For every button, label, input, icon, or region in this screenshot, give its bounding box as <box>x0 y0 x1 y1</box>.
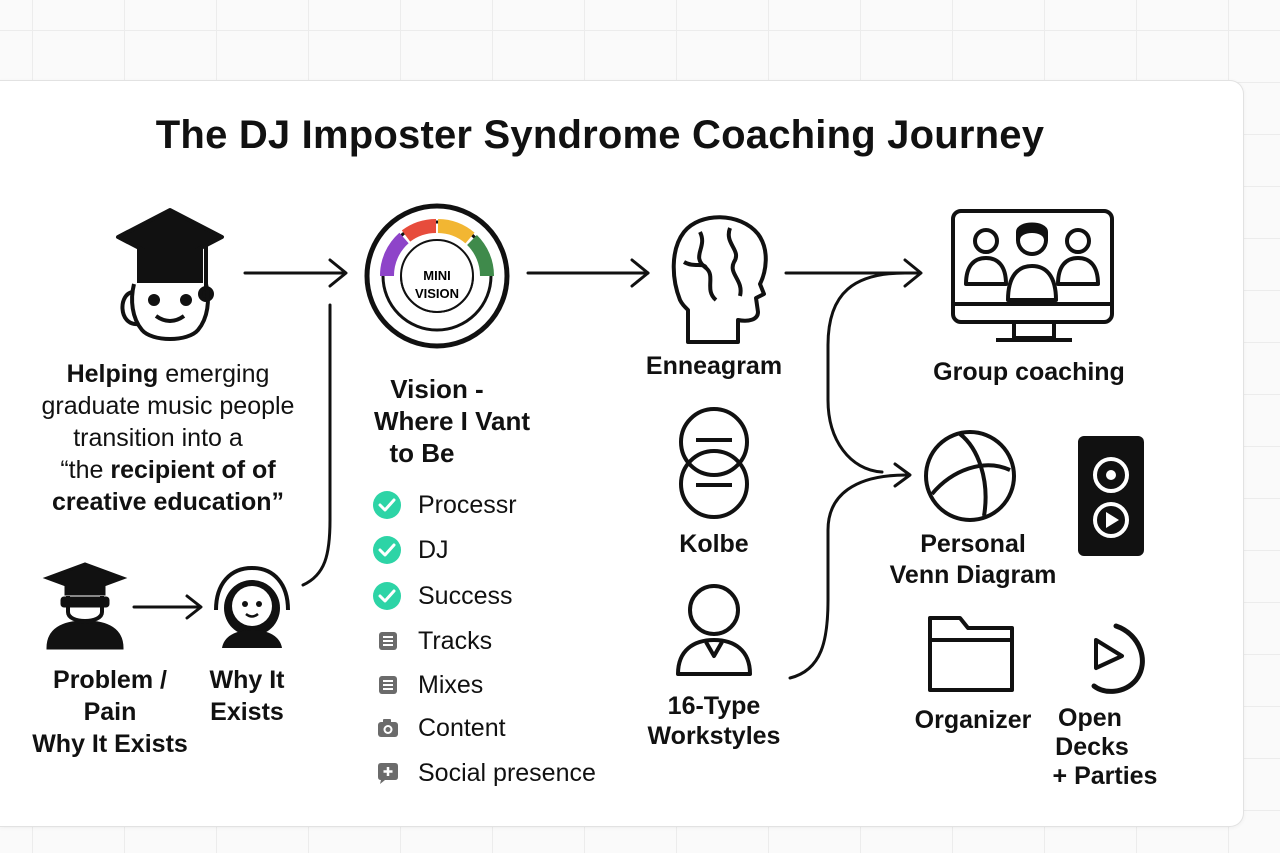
head-profile-icon <box>671 215 768 344</box>
list-item: DJ <box>372 535 449 565</box>
person-outline-icon <box>676 584 752 676</box>
document-icon <box>372 626 402 656</box>
list-item-label: Tracks <box>418 626 493 655</box>
vision-line1: Vision - <box>390 374 484 404</box>
arrow-intro-head <box>328 258 348 288</box>
venn-label: Personal Venn Diagram <box>878 529 1068 591</box>
why-label: Why It Exists <box>192 664 302 728</box>
diagram-title: The DJ Imposter Syndrome Coaching Journe… <box>155 113 1045 157</box>
list-item-label: Mixes <box>418 670 484 699</box>
list-item: Tracks <box>372 626 492 656</box>
badge-line1: MINI <box>423 268 450 283</box>
why-line2: Exists <box>210 698 284 726</box>
venn-line2: Venn Diagram <box>889 561 1057 589</box>
open-line2: Decks <box>1055 733 1129 761</box>
arrow-problem-head <box>185 594 203 620</box>
kolbe-label: Kolbe <box>679 530 749 558</box>
list-item-label: Processr <box>418 490 517 519</box>
intro-line5: creative education” <box>51 488 285 516</box>
list-item: Content <box>372 713 506 743</box>
problem-line1: Problem / <box>53 666 167 694</box>
vision-line2: Where I Vant <box>373 406 531 436</box>
open-line1: Open <box>1058 704 1122 732</box>
check-circle-icon <box>372 535 402 565</box>
problem-line3: Why It Exists <box>32 730 188 758</box>
graduate-person-icon <box>42 562 128 650</box>
intro-line2: graduate music people <box>41 392 295 420</box>
why-line1: Why It <box>209 666 285 694</box>
list-item-label: DJ <box>418 535 449 564</box>
type16-line1: 16-Type <box>667 692 761 720</box>
type16-line2: Workstyles <box>647 722 781 750</box>
list-item-label: Success <box>418 581 513 610</box>
intro-line4-bold: recipient of of <box>110 456 276 484</box>
check-circle-icon <box>372 581 402 611</box>
kolbe-circles-icon <box>679 407 749 519</box>
list-item: Success <box>372 581 512 611</box>
problem-line2: Pain <box>83 698 137 726</box>
deck-play-icon <box>1091 623 1145 694</box>
diagram-card <box>0 80 1244 827</box>
camera-icon <box>372 713 402 743</box>
folder-icon <box>928 616 1014 692</box>
arrow-vision-head <box>630 258 650 288</box>
video-call-monitor-icon <box>951 209 1114 342</box>
list-item: Social presence <box>372 758 596 788</box>
speaker-icon <box>1078 436 1144 556</box>
connectors <box>132 258 923 680</box>
enneagram-label: Enneagram <box>645 352 783 380</box>
intro-text: Helping emerging graduate music people t… <box>18 358 318 518</box>
intro-bold: Helping <box>66 360 159 388</box>
open-line3: + Parties <box>1052 762 1158 790</box>
mini-vision-badge-icon: MINI VISION <box>364 203 510 349</box>
group-coaching-label: Group coaching <box>933 358 1125 386</box>
intro-line4-open: “the <box>60 456 111 484</box>
curve-to-group <box>826 271 907 474</box>
vision-label: Vision - Where I Vant to Be <box>352 373 552 469</box>
document-icon <box>372 670 402 700</box>
list-item-label: Content <box>418 713 506 742</box>
arrow-group-head <box>903 258 923 288</box>
badge-line2: VISION <box>415 286 459 301</box>
curve-to-venn <box>788 473 908 680</box>
intro-line1: emerging <box>158 360 270 388</box>
problem-label: Problem / Pain Why It Exists <box>10 664 210 760</box>
venn-ball-icon <box>924 430 1016 522</box>
venn-line1: Personal <box>920 530 1026 558</box>
graduate-face-icon <box>116 208 224 341</box>
intro-line3: transition into a <box>73 424 243 452</box>
open-decks-label: Open Decks + Parties <box>1040 704 1170 791</box>
check-circle-icon <box>372 490 402 520</box>
type16-label: 16-Type Workstyles <box>624 691 804 751</box>
list-item: Mixes <box>372 670 483 700</box>
arrow-venn-head <box>893 462 912 488</box>
list-item-label: Social presence <box>418 758 596 787</box>
chat-plus-icon <box>372 758 402 788</box>
headphone-avatar-icon <box>214 565 290 648</box>
curve-why-to-vision <box>301 303 332 587</box>
organizer-label: Organizer <box>914 706 1032 734</box>
list-item: Processr <box>372 490 517 520</box>
vision-line3: to Be <box>389 438 455 468</box>
